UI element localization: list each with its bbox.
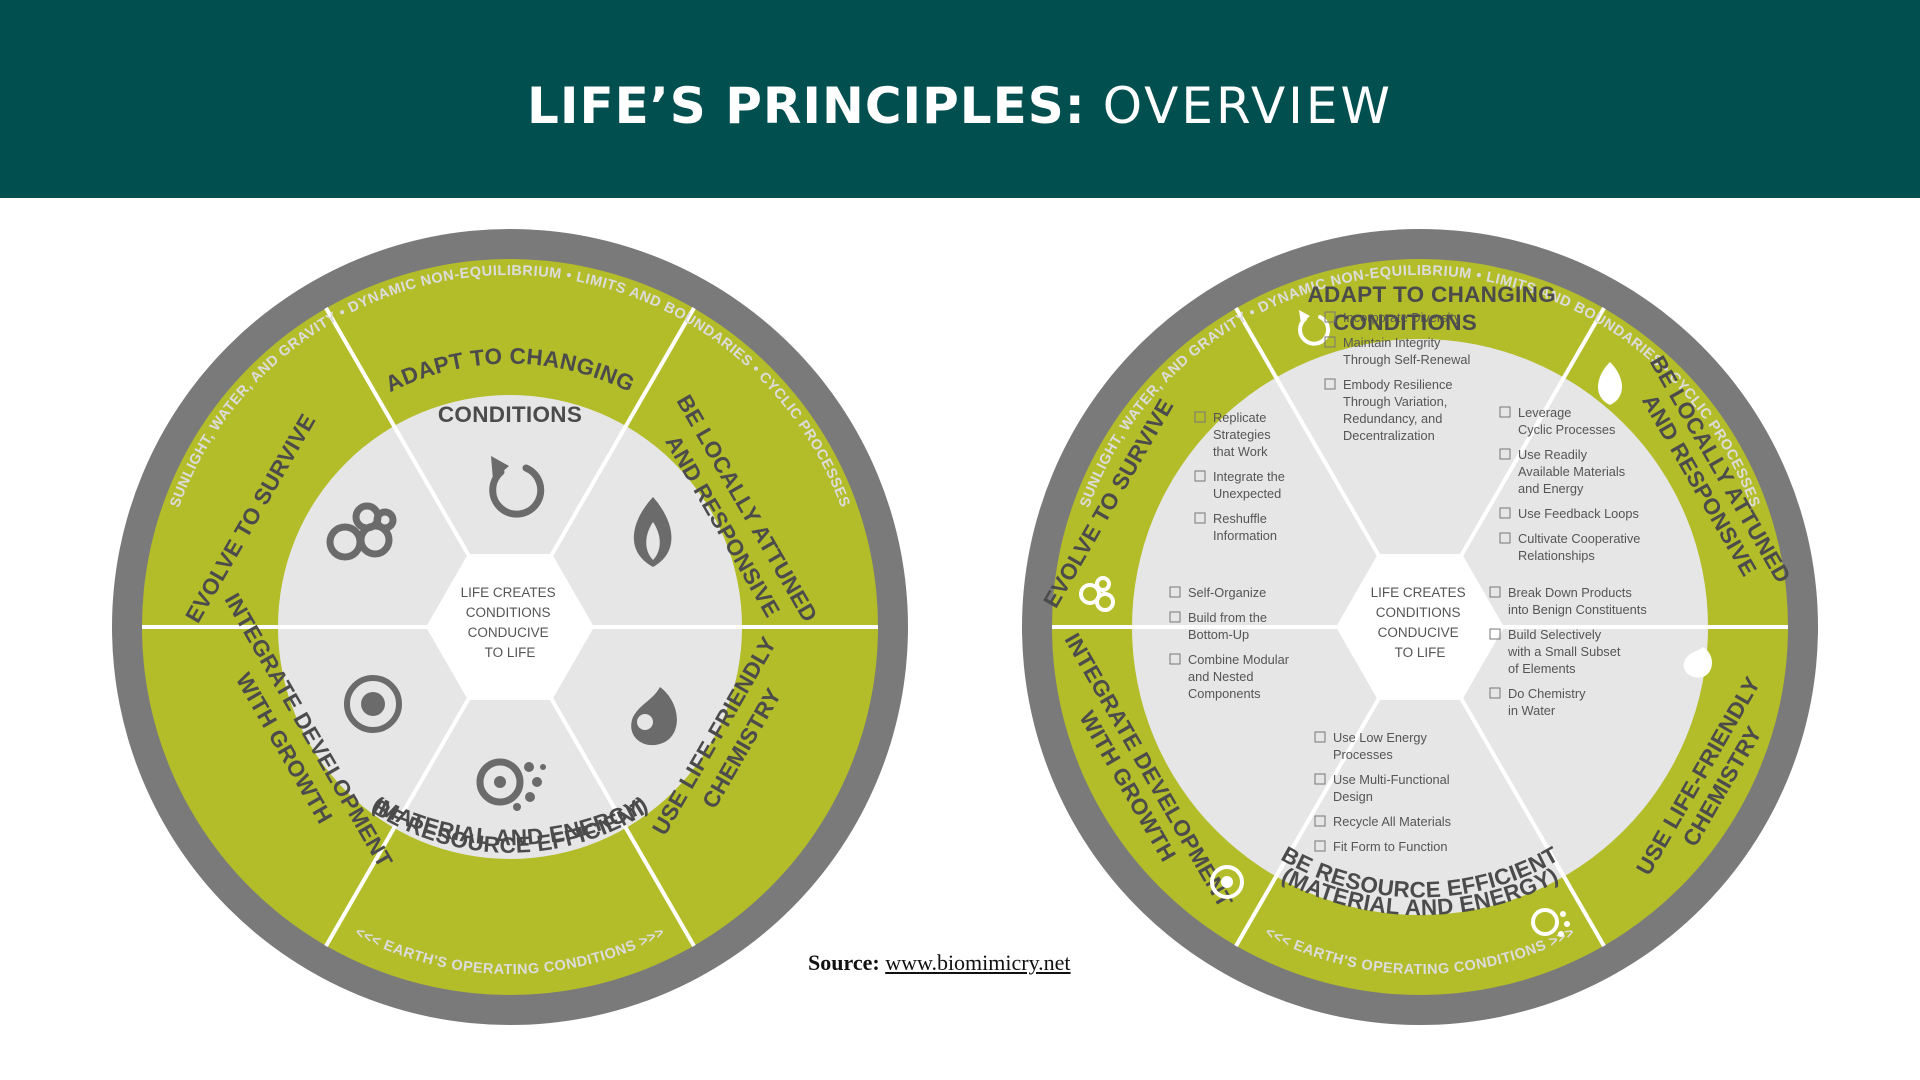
source-credit: Source: www.biomimicry.net [808, 950, 1071, 976]
detail-item-integrate: Self-Organize [1188, 585, 1266, 600]
checkbox-icon [1324, 311, 1336, 323]
principles-wheel-detailed: SUNLIGHT, WATER, AND GRAVITY • DYNAMIC N… [1022, 229, 1818, 1025]
checkbox-icon [1314, 773, 1326, 785]
checkbox-icon [1169, 653, 1181, 665]
checkbox-icon [1314, 731, 1326, 743]
target-icon [1210, 865, 1244, 899]
detail-item-attuned: Use Feedback Loops [1518, 506, 1639, 521]
checkbox-icon [1314, 840, 1326, 852]
detail-item-efficient: Recycle All Materials [1333, 814, 1451, 829]
checkbox-icon [1489, 687, 1501, 699]
refresh-icon [489, 456, 545, 518]
target-icon [344, 675, 402, 733]
checkbox-icon [1314, 815, 1326, 827]
bubbles-icon [326, 502, 397, 561]
dotted-swirl-icon [476, 758, 546, 811]
dotted-swirl-icon [1531, 908, 1570, 937]
checkbox-icon [1194, 512, 1206, 524]
principle-adapt-line2: CONDITIONS [438, 402, 582, 427]
source-link[interactable]: www.biomimicry.net [885, 950, 1071, 975]
droplet-icon [631, 687, 677, 746]
checkbox-icon [1324, 378, 1336, 390]
principles-wheel-overview: SUNLIGHT, WATER, AND GRAVITY • DYNAMIC N… [112, 229, 908, 1025]
detail-item-adapt: Incorporate Diversity [1343, 310, 1461, 325]
principle-adapt: ADAPT TO CHANGING CONDITIONS [1308, 282, 1563, 335]
bubbles-icon [1079, 576, 1115, 612]
leaf-flame-icon [1597, 362, 1623, 405]
checkbox-icon [1499, 532, 1511, 544]
detail-item-efficient: Fit Form to Function [1333, 839, 1448, 854]
center-label: LIFE CREATES CONDITIONS CONDUCIVE TO LIF… [1371, 585, 1470, 660]
leaf-flame-icon [633, 497, 672, 567]
checkbox-icon [1499, 507, 1511, 519]
center-hexagon [426, 554, 594, 700]
title-bar: LIFE’S PRINCIPLES: OVERVIEW [0, 0, 1920, 198]
checkbox-icon [1489, 628, 1501, 640]
source-label: Source: [808, 950, 880, 975]
center-label: LIFE CREATES CONDITIONS CONDUCIVE TO LIF… [461, 585, 560, 660]
checkbox-icon [1499, 406, 1511, 418]
checkbox-icon [1169, 586, 1181, 598]
page-title: LIFE’S PRINCIPLES: OVERVIEW [527, 77, 1393, 135]
checkbox-icon [1169, 611, 1181, 623]
title-light: OVERVIEW [1102, 77, 1393, 135]
checkbox-icon [1324, 336, 1336, 348]
center-hexagon [1336, 554, 1504, 700]
droplet-icon [1683, 647, 1712, 678]
title-bold: LIFE’S PRINCIPLES: [527, 77, 1086, 135]
checkbox-icon [1194, 411, 1206, 423]
refresh-icon [1298, 310, 1331, 346]
checkbox-icon [1489, 586, 1501, 598]
checkbox-icon [1194, 470, 1206, 482]
checkbox-icon [1499, 448, 1511, 460]
